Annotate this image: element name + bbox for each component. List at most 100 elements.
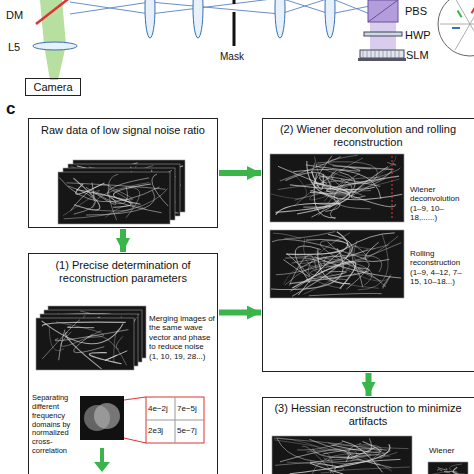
part-label: PBS xyxy=(405,5,427,17)
filament xyxy=(328,234,352,257)
filament xyxy=(330,178,385,218)
rolling-image xyxy=(270,230,404,298)
filament xyxy=(89,353,121,364)
flow-arrow xyxy=(219,170,261,176)
filament xyxy=(271,169,307,198)
filament xyxy=(438,468,447,470)
filament xyxy=(358,234,388,290)
filament xyxy=(336,239,376,249)
filament xyxy=(293,169,381,198)
wiener-thumb xyxy=(428,462,468,474)
process-box: (1) Precise determination of reconstruct… xyxy=(28,253,218,474)
filament xyxy=(324,243,401,267)
part-label: DM xyxy=(6,9,23,21)
micrograph xyxy=(272,436,412,474)
process-box: (2) Wiener deconvolution and rolling rec… xyxy=(262,118,474,372)
filament xyxy=(314,156,337,187)
filament xyxy=(309,293,382,295)
micrograph xyxy=(270,154,404,222)
box-title: (3) Hessian reconstruction to minimize a… xyxy=(269,402,467,428)
frequency-disc xyxy=(80,396,204,443)
filament xyxy=(309,438,371,454)
process-box: Raw data of low signal noise ratio xyxy=(28,118,218,228)
filament xyxy=(287,462,344,473)
filament xyxy=(295,168,401,200)
filament xyxy=(93,183,150,209)
hessian-image xyxy=(272,436,412,474)
step-note: Merging images of the same wave vector a… xyxy=(149,314,215,361)
micrograph xyxy=(36,318,134,370)
filament xyxy=(342,441,383,473)
filament xyxy=(68,186,95,214)
filament xyxy=(284,232,335,239)
filament xyxy=(382,276,390,289)
filament xyxy=(310,182,349,193)
filament xyxy=(275,440,392,471)
filament xyxy=(105,205,146,217)
filament xyxy=(444,471,457,472)
part-label: L5 xyxy=(8,41,20,53)
filament xyxy=(283,265,340,284)
filament xyxy=(152,174,168,206)
matrix-cell: 4e−2j xyxy=(148,405,168,414)
matrix-cell: 2e3j xyxy=(148,427,163,436)
filament xyxy=(87,336,126,366)
filament xyxy=(275,449,390,465)
filament xyxy=(280,450,349,462)
part-label: HWP xyxy=(405,29,431,41)
filament xyxy=(105,351,128,361)
filament xyxy=(73,178,100,210)
filament xyxy=(359,445,381,462)
filament xyxy=(289,255,316,285)
micrograph xyxy=(428,462,468,474)
micrograph xyxy=(270,230,404,298)
filament xyxy=(277,439,361,463)
filament xyxy=(59,178,159,202)
box-title: (1) Precise determination of reconstruct… xyxy=(35,259,211,285)
step-note: Separating different frequency domains b… xyxy=(32,394,79,456)
flow-arrow xyxy=(94,448,110,472)
filament xyxy=(61,331,102,347)
process-box: (3) Hessian reconstruction to minimize a… xyxy=(262,397,474,474)
filament xyxy=(294,158,363,206)
wiener-image xyxy=(270,154,404,222)
filament xyxy=(295,246,321,283)
flow-arrow xyxy=(366,373,372,396)
part-label: SLM xyxy=(406,49,429,61)
filament xyxy=(352,246,367,271)
filament xyxy=(298,233,394,295)
flow-arrow xyxy=(219,310,261,316)
filament xyxy=(319,245,389,284)
filament xyxy=(318,249,351,283)
filament xyxy=(327,176,400,192)
filament xyxy=(49,326,64,351)
flow-arrow xyxy=(120,229,126,252)
filament xyxy=(292,240,350,297)
box-title: Camera xyxy=(26,81,80,94)
filament xyxy=(71,185,111,211)
step-note: Wiener xyxy=(429,446,471,455)
filament xyxy=(64,189,168,219)
step-note: Wiener deconvolution (1–9, 10–18,......) xyxy=(410,185,468,223)
part-label: Mask xyxy=(220,51,244,62)
filament xyxy=(437,470,442,471)
box-title: (2) Wiener deconvolution and rolling rec… xyxy=(269,123,467,149)
filament xyxy=(333,166,392,170)
filament xyxy=(323,452,397,463)
filament xyxy=(95,188,134,211)
filament xyxy=(116,336,123,349)
filament xyxy=(290,268,369,284)
filament xyxy=(42,322,125,326)
device-box: Camera xyxy=(25,78,81,96)
filament xyxy=(332,442,381,453)
marker-line xyxy=(392,156,393,220)
optical-setup xyxy=(33,0,474,80)
filament xyxy=(55,330,129,341)
filament xyxy=(328,457,380,465)
filament xyxy=(59,330,65,360)
filament xyxy=(450,464,462,474)
filament xyxy=(272,239,367,259)
filament xyxy=(285,258,321,291)
micrograph xyxy=(58,172,170,224)
box-title: Raw data of low signal noise ratio xyxy=(34,124,212,137)
